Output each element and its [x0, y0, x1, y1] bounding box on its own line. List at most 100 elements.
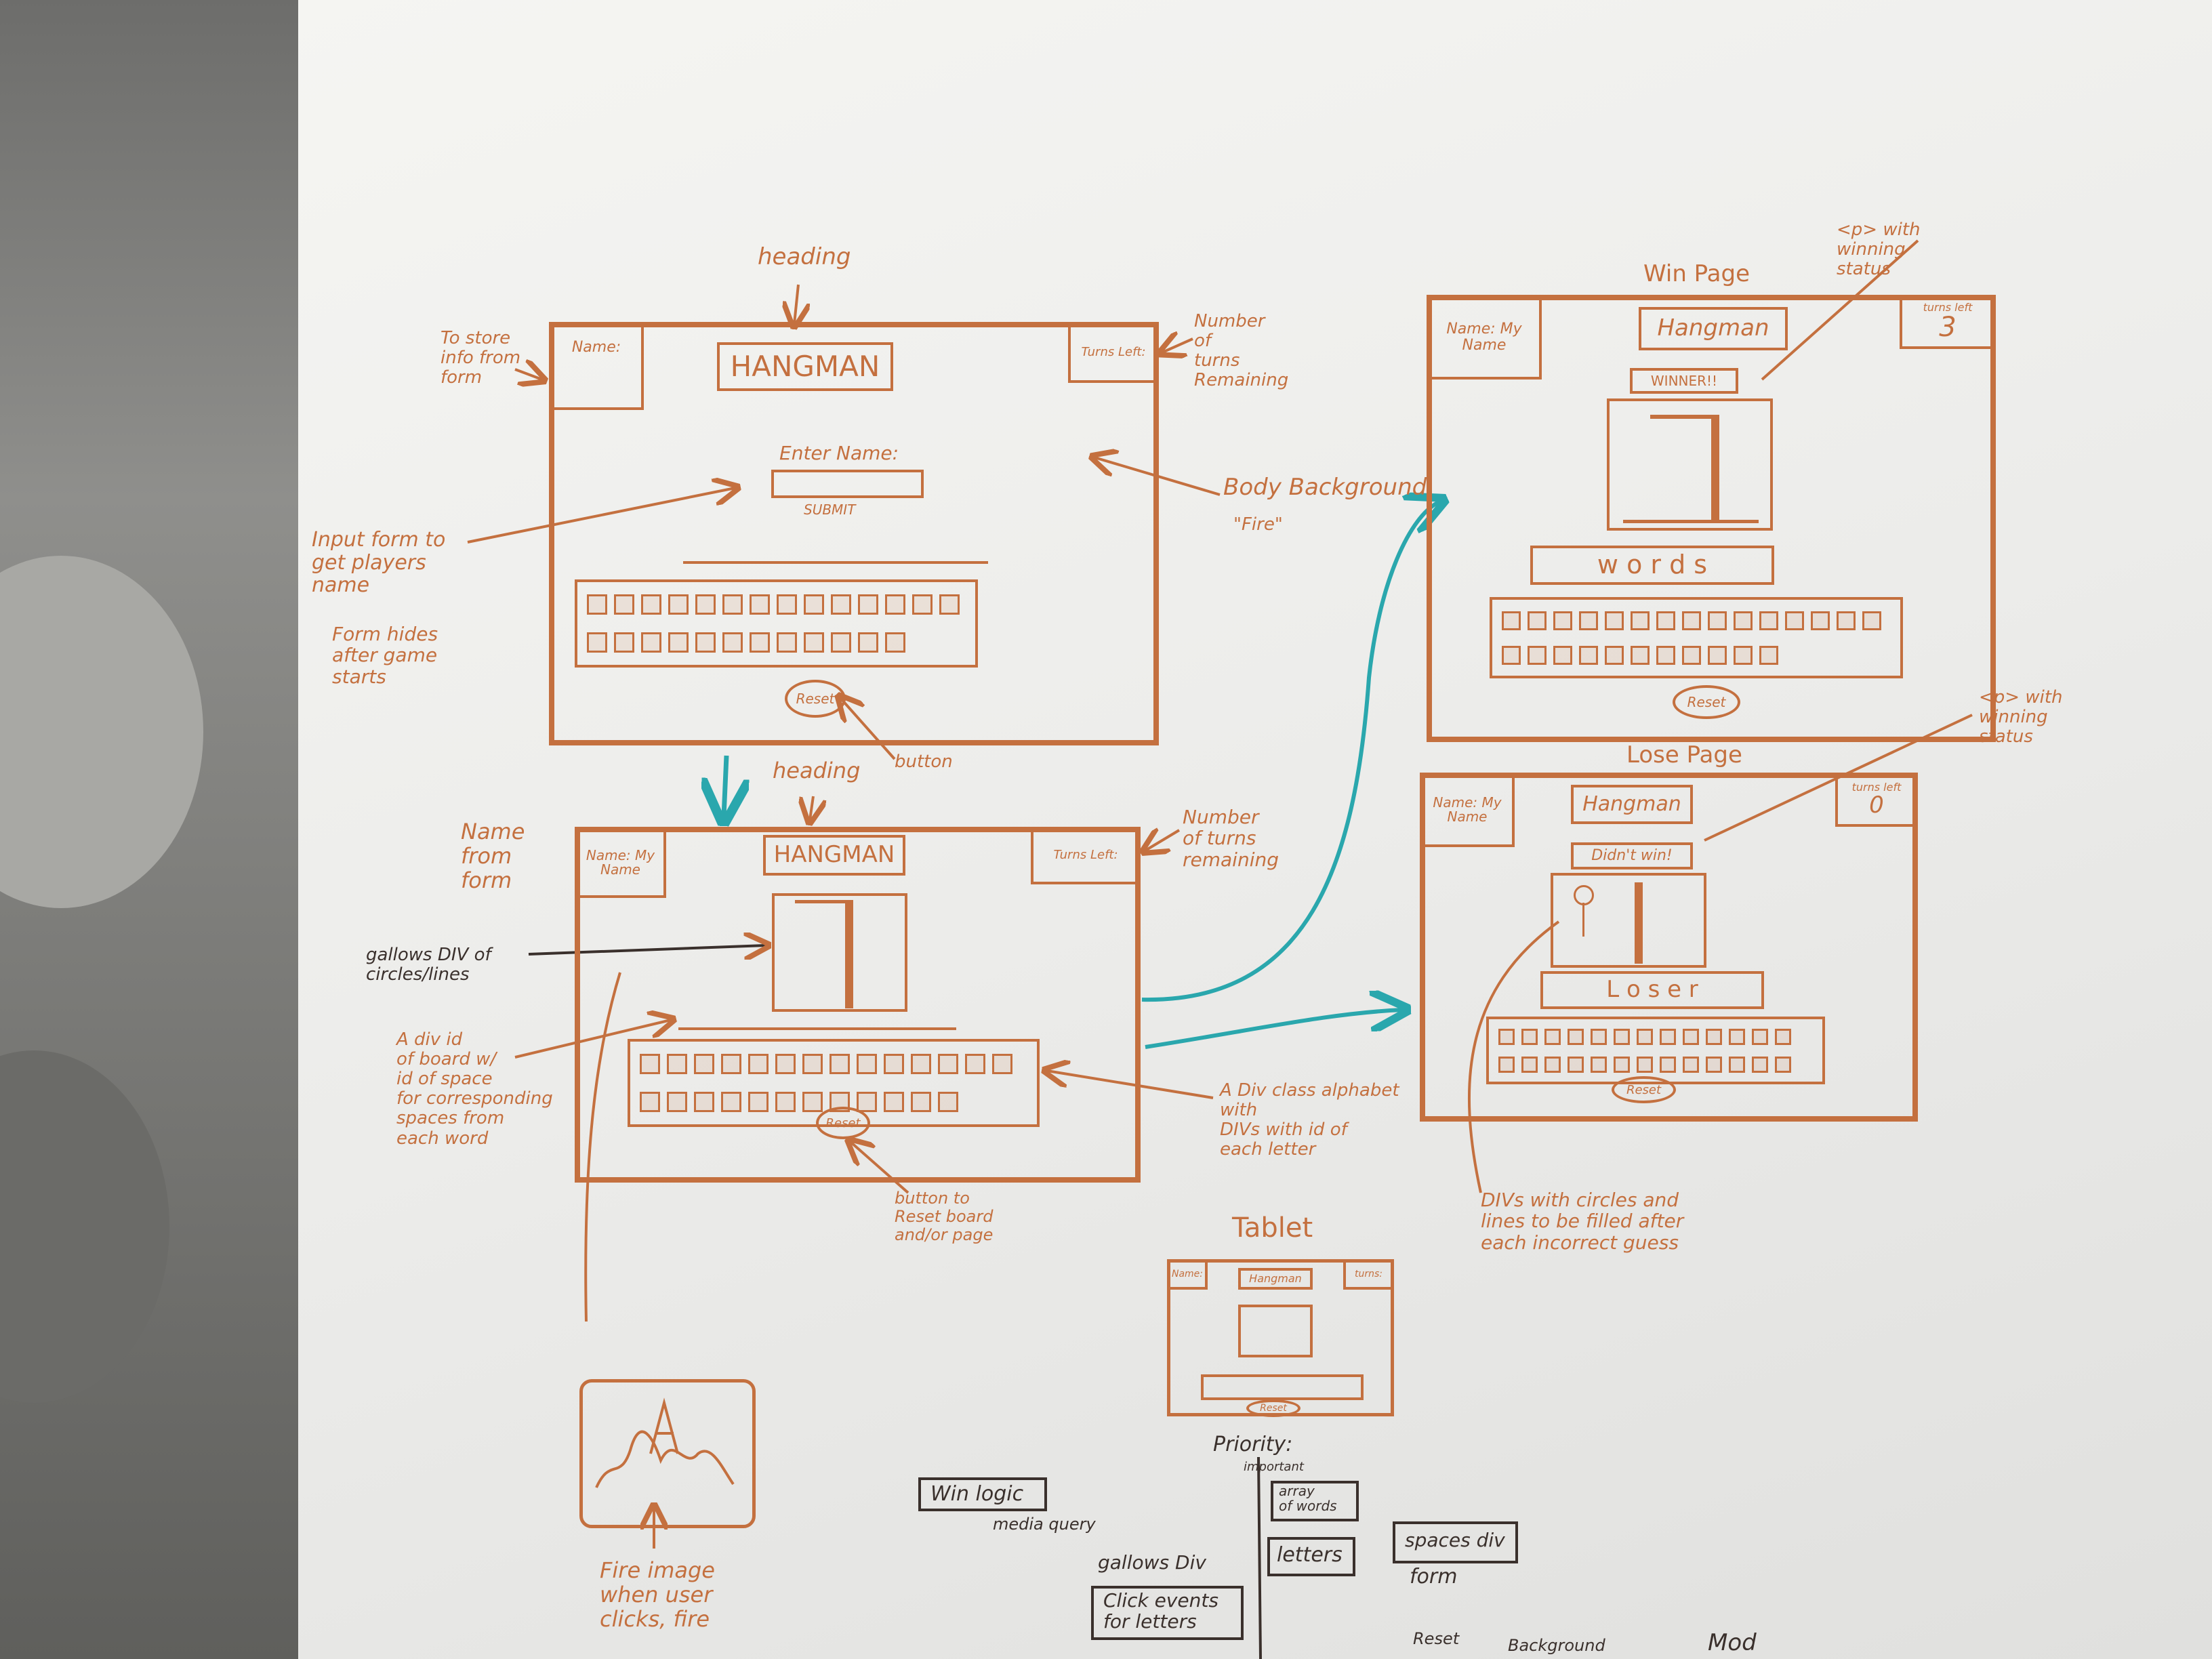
letter-key[interactable]	[830, 1054, 850, 1074]
letter-key[interactable]	[1544, 1028, 1561, 1045]
letter-key[interactable]	[885, 632, 905, 653]
letter-key[interactable]	[1605, 645, 1624, 665]
letter-key[interactable]	[1734, 645, 1753, 665]
letter-key[interactable]	[1631, 611, 1650, 630]
letter-key[interactable]	[777, 632, 797, 653]
letter-key[interactable]	[587, 594, 607, 615]
letter-key[interactable]	[614, 594, 634, 615]
letter-key[interactable]	[1862, 611, 1881, 630]
letter-key[interactable]	[884, 1054, 904, 1074]
letter-key[interactable]	[1579, 611, 1598, 630]
letter-key[interactable]	[1637, 1028, 1653, 1045]
letter-key[interactable]	[1502, 645, 1521, 665]
letter-key[interactable]	[858, 632, 878, 653]
letter-key[interactable]	[831, 632, 851, 653]
name-input[interactable]	[771, 470, 924, 498]
reset-button[interactable]: Reset	[1612, 1076, 1676, 1103]
letter-key[interactable]	[668, 632, 689, 653]
letter-key[interactable]	[1683, 1028, 1699, 1045]
letter-key[interactable]	[1837, 611, 1856, 630]
letter-key[interactable]	[1752, 1056, 1768, 1073]
letter-key[interactable]	[1734, 611, 1753, 630]
letter-key[interactable]	[804, 594, 824, 615]
letter-key[interactable]	[1708, 645, 1727, 665]
letter-key[interactable]	[965, 1054, 985, 1074]
letter-key[interactable]	[1579, 645, 1598, 665]
letter-key[interactable]	[695, 594, 716, 615]
letter-key[interactable]	[640, 1054, 660, 1074]
letter-key[interactable]	[1591, 1028, 1607, 1045]
letter-key[interactable]	[694, 1092, 714, 1112]
letter-key[interactable]	[775, 1092, 796, 1112]
letter-key[interactable]	[1614, 1056, 1630, 1073]
letter-key[interactable]	[1683, 1056, 1699, 1073]
letter-key[interactable]	[885, 594, 905, 615]
letter-key[interactable]	[1729, 1056, 1745, 1073]
letter-key[interactable]	[858, 594, 878, 615]
reset-button[interactable]: Reset	[1246, 1399, 1300, 1417]
letter-key[interactable]	[1682, 645, 1701, 665]
letter-key[interactable]	[1759, 611, 1778, 630]
letter-key[interactable]	[857, 1054, 877, 1074]
letter-key[interactable]	[748, 1054, 769, 1074]
letter-key[interactable]	[939, 594, 960, 615]
letter-key[interactable]	[1553, 645, 1572, 665]
letter-key[interactable]	[938, 1054, 958, 1074]
letter-key[interactable]	[1706, 1028, 1722, 1045]
letter-key[interactable]	[992, 1054, 1012, 1074]
letter-key[interactable]	[802, 1092, 823, 1112]
letter-key[interactable]	[1706, 1056, 1722, 1073]
letter-key[interactable]	[1614, 1028, 1630, 1045]
letter-key[interactable]	[614, 632, 634, 653]
letter-key[interactable]	[1637, 1056, 1653, 1073]
letter-key[interactable]	[911, 1092, 931, 1112]
letter-key[interactable]	[1591, 1056, 1607, 1073]
letter-key[interactable]	[640, 1092, 660, 1112]
letter-key[interactable]	[884, 1092, 904, 1112]
letter-key[interactable]	[694, 1054, 714, 1074]
letter-key[interactable]	[667, 1054, 687, 1074]
reset-button[interactable]: Reset	[816, 1107, 870, 1139]
letter-key[interactable]	[1528, 611, 1547, 630]
letter-key[interactable]	[804, 632, 824, 653]
letter-key[interactable]	[1660, 1056, 1676, 1073]
letter-key[interactable]	[911, 1054, 931, 1074]
letter-key[interactable]	[831, 594, 851, 615]
letter-key[interactable]	[1605, 611, 1624, 630]
letter-key[interactable]	[695, 632, 716, 653]
letter-key[interactable]	[641, 594, 661, 615]
letter-key[interactable]	[668, 594, 689, 615]
letter-key[interactable]	[1660, 1028, 1676, 1045]
letter-key[interactable]	[1553, 611, 1572, 630]
letter-key[interactable]	[722, 594, 743, 615]
letter-key[interactable]	[1521, 1056, 1538, 1073]
letter-key[interactable]	[775, 1054, 796, 1074]
letter-key[interactable]	[1708, 611, 1727, 630]
letter-key[interactable]	[1775, 1028, 1791, 1045]
letter-key[interactable]	[1682, 611, 1701, 630]
letter-key[interactable]	[750, 594, 770, 615]
letter-key[interactable]	[748, 1092, 769, 1112]
letter-key[interactable]	[1502, 611, 1521, 630]
letter-key[interactable]	[750, 632, 770, 653]
letter-key[interactable]	[1656, 645, 1675, 665]
letter-key[interactable]	[587, 632, 607, 653]
letter-key[interactable]	[722, 632, 743, 653]
submit-button[interactable]: SUBMIT	[804, 501, 856, 518]
letter-key[interactable]	[1759, 645, 1778, 665]
letter-key[interactable]	[1528, 645, 1547, 665]
letter-key[interactable]	[1811, 611, 1830, 630]
letter-key[interactable]	[1775, 1056, 1791, 1073]
letter-key[interactable]	[1656, 611, 1675, 630]
letter-key[interactable]	[667, 1092, 687, 1112]
letter-key[interactable]	[777, 594, 797, 615]
letter-key[interactable]	[721, 1092, 741, 1112]
letter-key[interactable]	[1568, 1056, 1584, 1073]
reset-button[interactable]: Reset	[785, 680, 846, 718]
letter-key[interactable]	[1785, 611, 1804, 630]
letter-key[interactable]	[1521, 1028, 1538, 1045]
letter-key[interactable]	[721, 1054, 741, 1074]
letter-key[interactable]	[641, 632, 661, 653]
letter-key[interactable]	[938, 1092, 958, 1112]
letter-key[interactable]	[1568, 1028, 1584, 1045]
